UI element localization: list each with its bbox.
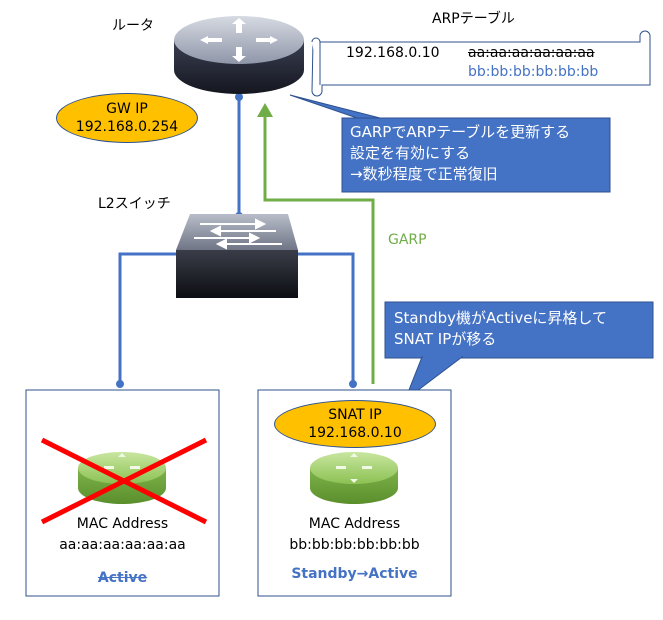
garp-callout: GARPでARPテーブルを更新する 設定を有効にする →数秒程度で正常復旧 [350, 122, 570, 185]
garp-arrow [257, 103, 375, 384]
switch-label: L2スイッチ [98, 196, 171, 212]
standby-callout-line1: Standby機がActiveに昇格して [394, 309, 607, 327]
standby-callout-shape [384, 301, 654, 402]
standby-mac-label: MAC Address [308, 516, 401, 532]
router-icon [174, 16, 304, 94]
arp-entry-old-mac: aa:aa:aa:aa:aa:aa [468, 45, 595, 61]
active-status: Active [97, 570, 148, 586]
arp-entry-new-mac: bb:bb:bb:bb:bb:bb [468, 64, 599, 80]
garp-callout-line2: 設定を有効にする [350, 144, 471, 162]
garp-callout-line1: GARPでARPテーブルを更新する [350, 123, 571, 141]
network-links [118, 97, 355, 384]
snat-ip-title: SNAT IP [328, 407, 382, 423]
standby-status: Standby→Active [291, 566, 418, 582]
garp-callout-shape [289, 94, 611, 193]
standby-host-router-icon [310, 452, 398, 504]
garp-label: GARP [388, 232, 427, 248]
arp-table-scroll [311, 30, 651, 97]
router-label: ルータ [112, 18, 154, 34]
active-mac-address: aa:aa:aa:aa:aa:aa [59, 537, 186, 553]
snat-ip-badge: SNAT IP 192.168.0.10 [274, 400, 436, 448]
arp-table-title: ARPテーブル [432, 11, 515, 27]
failure-cross-icon [40, 437, 208, 525]
gw-ip-badge: GW IP 192.168.0.254 [56, 93, 198, 143]
arp-entry-ip: 192.168.0.10 [346, 45, 440, 61]
garp-callout-line3: →数秒程度で正常復旧 [350, 165, 498, 183]
snat-ip-address: 192.168.0.10 [308, 425, 402, 441]
standby-mac-address: bb:bb:bb:bb:bb:bb [289, 537, 420, 553]
gw-ip-title: GW IP [106, 101, 148, 117]
standby-callout: Standby機がActiveに昇格して SNAT IPが移る [394, 308, 607, 350]
switch-icon [176, 214, 298, 298]
standby-callout-line2: SNAT IPが移る [394, 330, 497, 348]
active-mac-label: MAC Address [76, 516, 169, 532]
gw-ip-address: 192.168.0.254 [75, 119, 179, 135]
